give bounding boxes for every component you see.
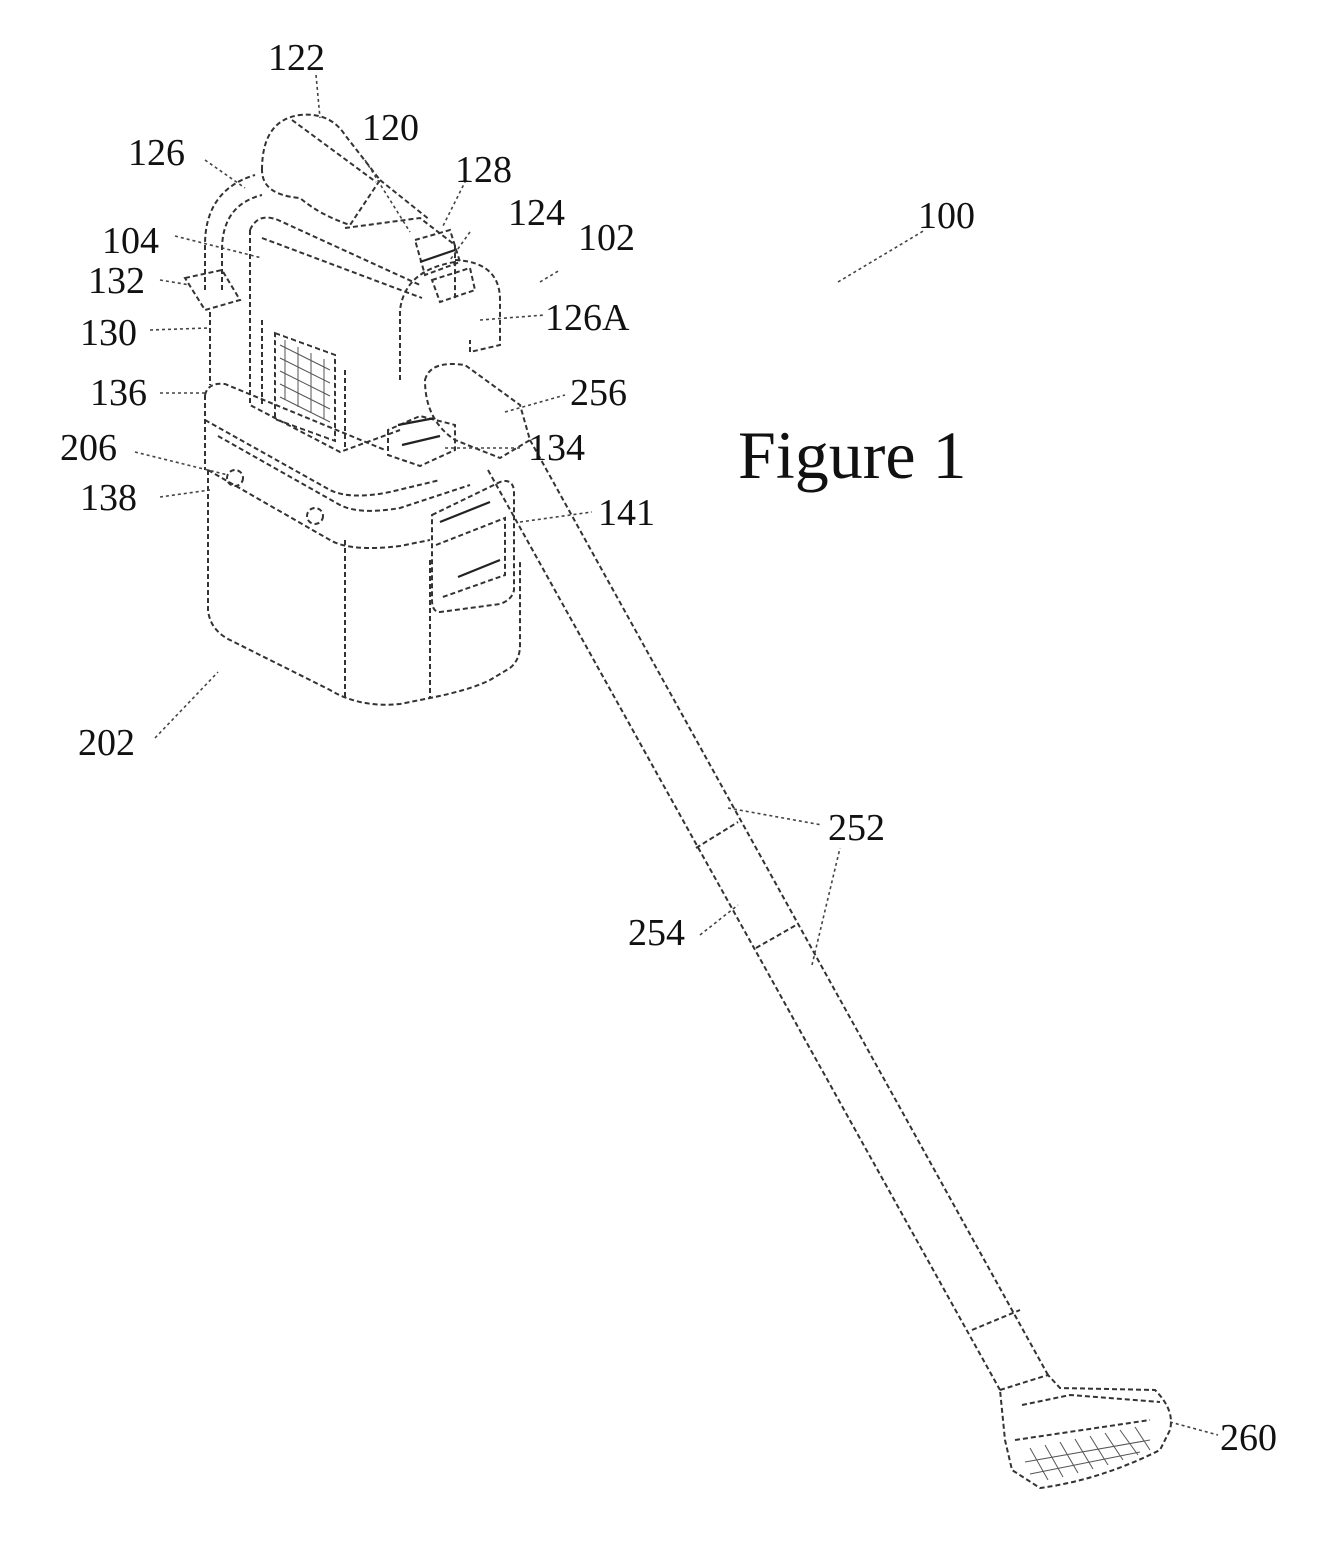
label-120: 120 xyxy=(362,107,419,149)
label-128: 128 xyxy=(455,149,512,191)
label-104: 104 xyxy=(102,220,159,262)
motor-housing xyxy=(250,218,422,452)
leader-lines xyxy=(135,75,1218,1435)
floor-head xyxy=(1000,1375,1171,1488)
label-124: 124 xyxy=(508,192,565,234)
label-202: 202 xyxy=(78,722,135,764)
label-130: 130 xyxy=(80,312,137,354)
label-252: 252 xyxy=(828,807,885,849)
inlet-elbow xyxy=(425,364,530,458)
label-132: 132 xyxy=(88,260,145,302)
label-126: 126 xyxy=(128,132,185,174)
label-256: 256 xyxy=(570,372,627,414)
label-100: 100 xyxy=(918,195,975,237)
button-panel xyxy=(432,481,514,612)
figure-title: Figure 1 xyxy=(738,417,967,493)
label-136: 136 xyxy=(90,372,147,414)
label-102: 102 xyxy=(578,217,635,259)
canister-body xyxy=(205,384,520,705)
label-260: 260 xyxy=(1220,1417,1277,1459)
label-141: 141 xyxy=(598,492,655,534)
wand-tube xyxy=(488,440,1048,1390)
connectors xyxy=(185,270,455,466)
label-126A: 126A xyxy=(545,297,630,339)
label-138: 138 xyxy=(80,477,137,519)
label-122: 122 xyxy=(268,37,325,79)
label-134: 134 xyxy=(528,427,585,469)
reference-labels: 100 102 104 120 122 124 126 126A 128 130… xyxy=(60,37,1277,1459)
label-206: 206 xyxy=(60,427,117,469)
label-254: 254 xyxy=(628,912,685,954)
